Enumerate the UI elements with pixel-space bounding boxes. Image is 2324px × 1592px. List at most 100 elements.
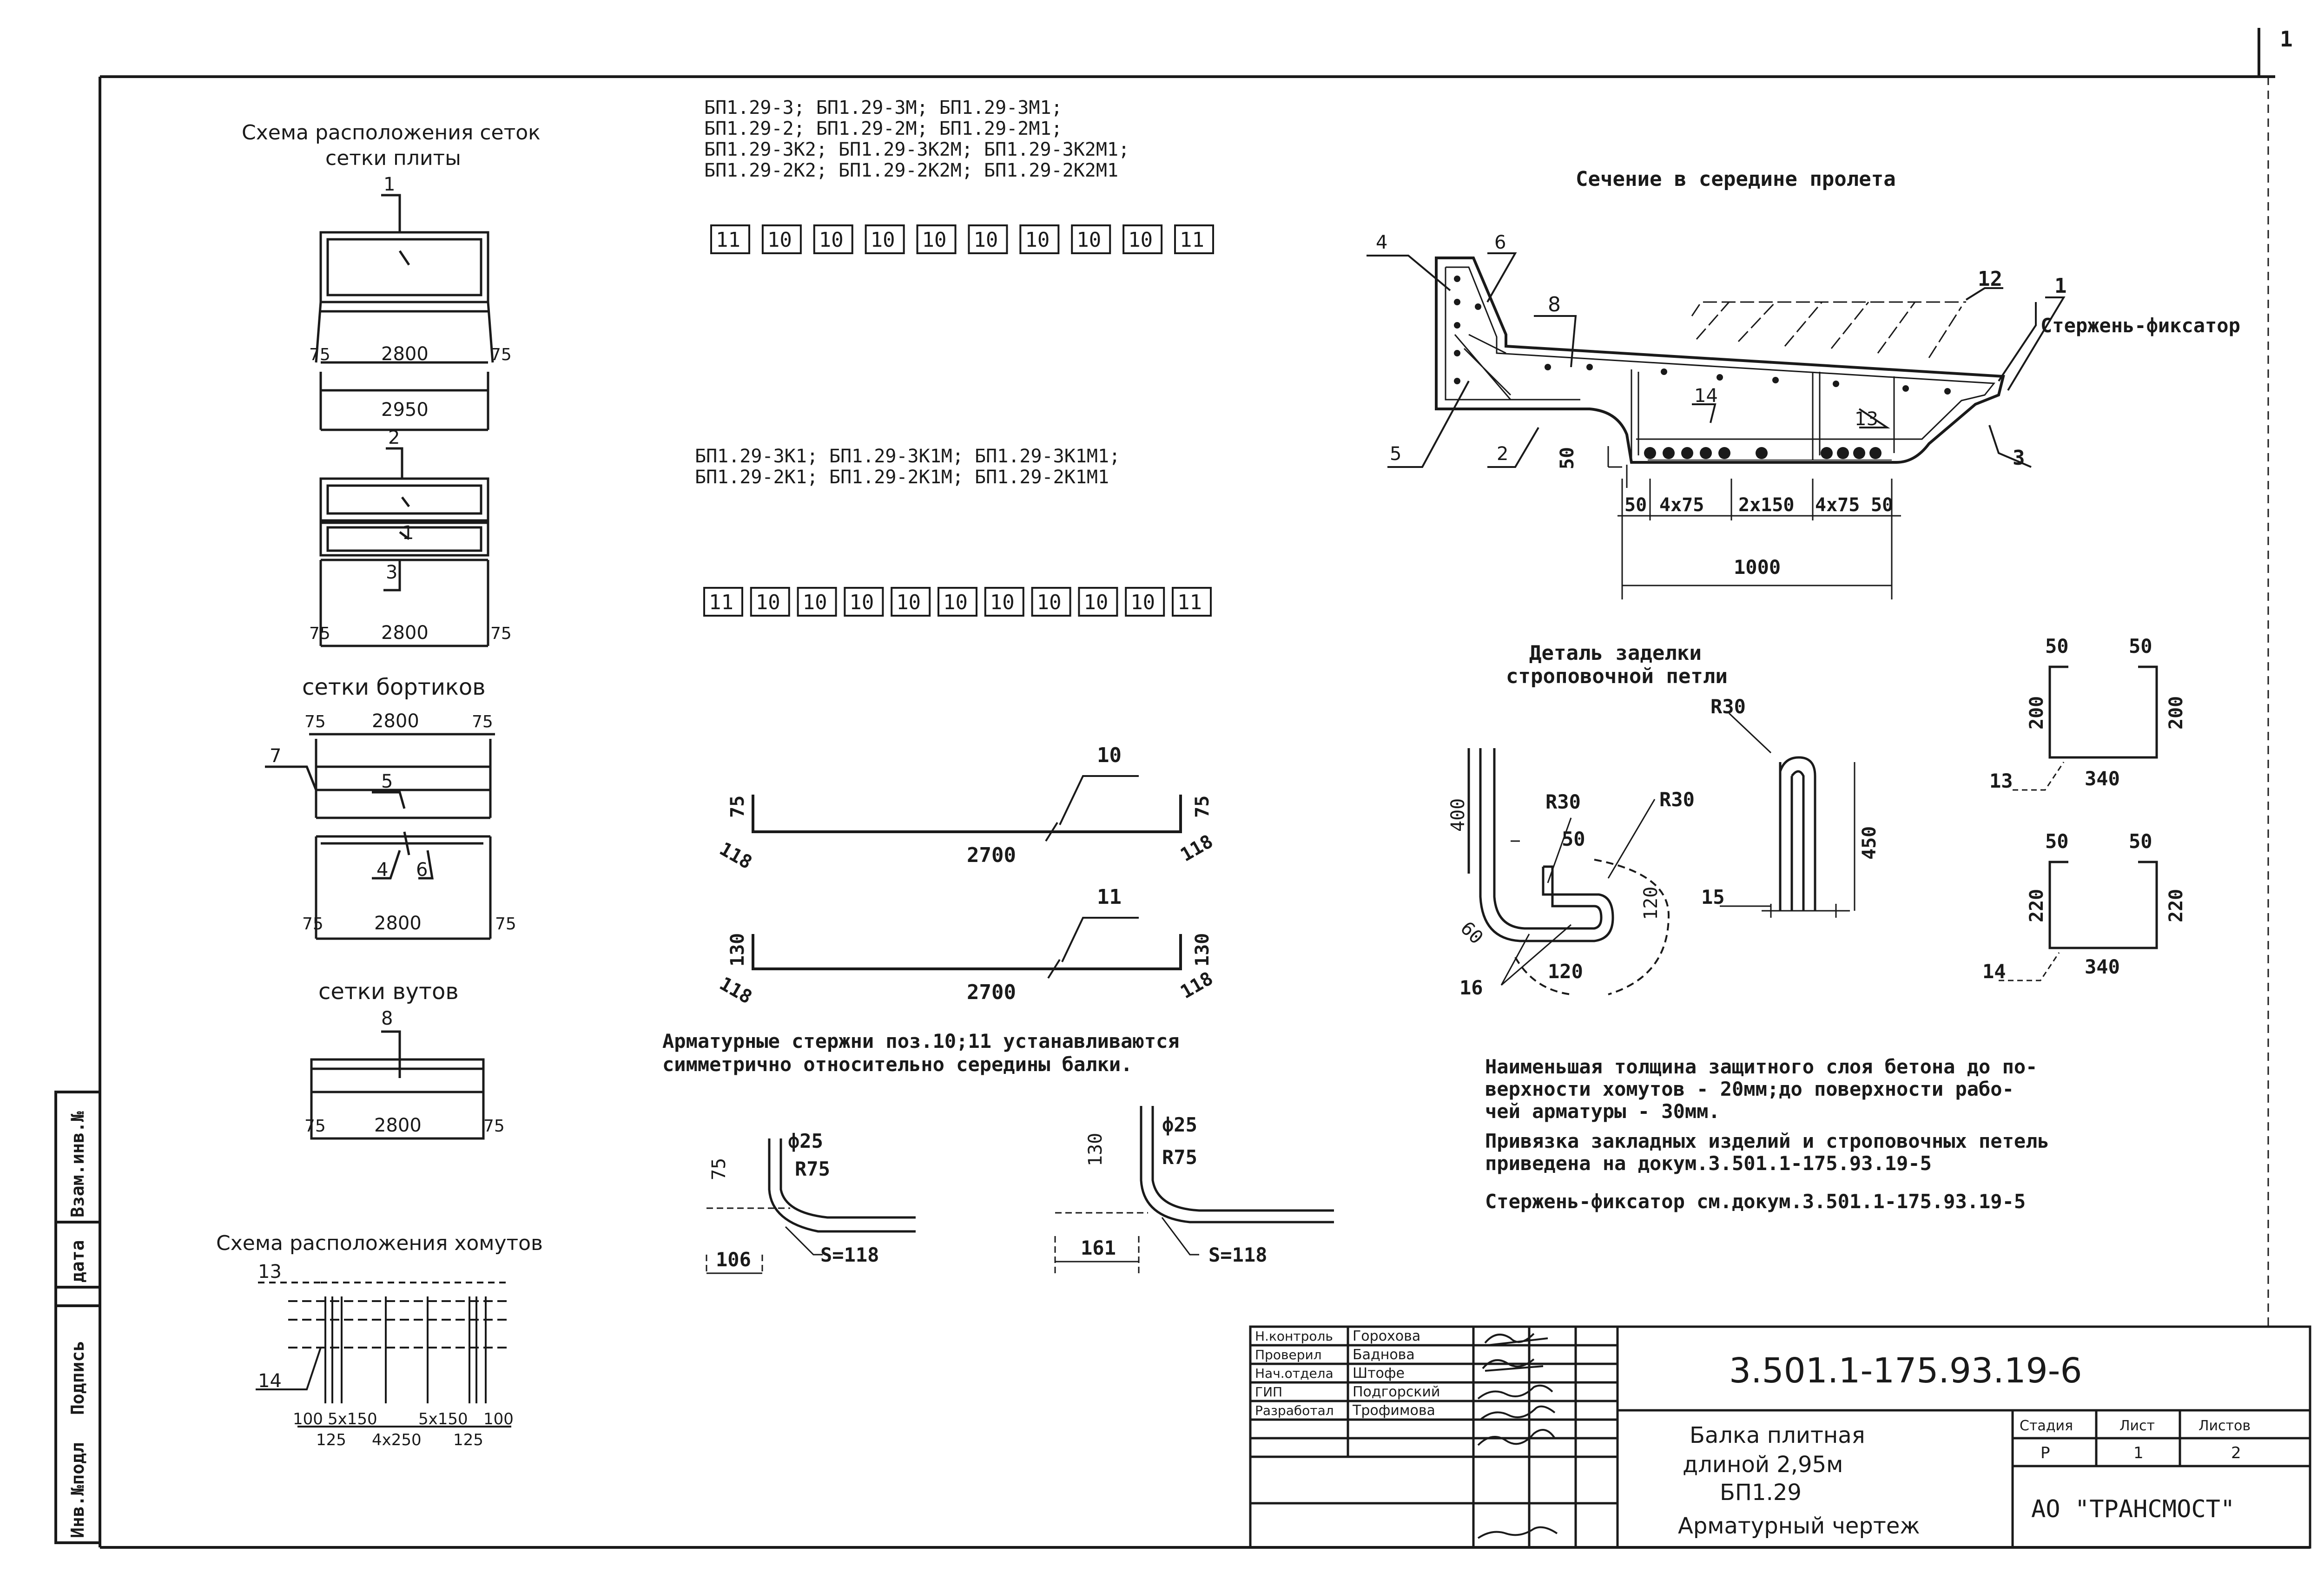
bar-cell-label: 10	[871, 228, 895, 252]
loop-r30-a: R30	[1545, 790, 1581, 813]
bar-cell	[891, 587, 931, 617]
stamp-role: Нач.отдела	[1255, 1366, 1334, 1381]
section-title: Сечение в середине пролета	[1576, 167, 1896, 191]
haunch-mark: 8	[381, 1008, 393, 1029]
bar10-mark: 10	[1097, 743, 1122, 767]
section-mark-14: 14	[1694, 385, 1718, 407]
detail-a-radius: R75	[795, 1158, 830, 1180]
mesh1-dim-right: 75	[490, 345, 512, 364]
section-mark-13: 13	[1855, 408, 1878, 430]
stamp-name: Баднова	[1353, 1347, 1415, 1363]
loop-dim-60: 60	[1456, 918, 1487, 949]
stirrup13-left-height: 200	[2026, 696, 2047, 730]
detail-a-base: 106	[716, 1248, 751, 1271]
note-line-6: Стержень-фиксатор см.докум.3.501.1-175.9…	[1485, 1190, 2026, 1213]
stirrup-dim-g: 125	[453, 1431, 483, 1449]
bar-cell-label: 10	[756, 591, 780, 614]
bar-cell-label: 10	[943, 591, 968, 614]
bar-cell	[865, 224, 905, 254]
stirrup-dim-a: 100	[293, 1410, 323, 1428]
bar-cell	[1125, 587, 1165, 617]
bar10-end-right: 75	[1192, 796, 1213, 818]
stirrup13-left-top: 50	[2045, 635, 2069, 658]
section-mark-6: 6	[1494, 232, 1506, 253]
side-stamp-signature: Подпись	[67, 1341, 88, 1415]
bar-cell	[710, 224, 750, 254]
stamp-role: Разработал	[1255, 1403, 1334, 1418]
sheet-value: 1	[2133, 1444, 2144, 1462]
note-line-1: Наименьшая толщина защитного слоя бетона…	[1485, 1055, 2037, 1078]
loop-dim-120-vertical: 120	[1640, 887, 1662, 920]
bar11-mark: 11	[1097, 885, 1122, 909]
bar-cell-label: 11	[716, 228, 740, 252]
sheet-header: Лист	[2119, 1418, 2155, 1434]
rim-dim-left: 75	[304, 712, 326, 731]
mesh1-mark: 1	[383, 174, 395, 195]
middle-panel: БП1.29-3; БП1.29-3М; БП1.29-3М1; БП1.29-…	[662, 97, 1334, 1274]
detail-a-diameter: ф25	[788, 1130, 823, 1152]
section-mark-8: 8	[1548, 293, 1561, 316]
document-code: 3.501.1-175.93.19-6	[1729, 1351, 2082, 1391]
bar-cell	[844, 587, 884, 617]
detail-b-height: 130	[1085, 1133, 1106, 1166]
stamp-role: Проверил	[1255, 1347, 1322, 1362]
section-dim-total: 1000	[1734, 556, 1781, 579]
loop-mark-15: 15	[1701, 886, 1725, 908]
stirrup-dim-e: 125	[316, 1431, 346, 1449]
bar-cell-label: 10	[1128, 228, 1153, 252]
stamp-name: Трофимова	[1352, 1402, 1435, 1419]
bar-cell	[984, 587, 1024, 617]
bar-cell-label: 10	[1083, 591, 1108, 614]
stage-value: Р	[2040, 1444, 2050, 1462]
stirrup14-right-height: 220	[2166, 889, 2187, 922]
slab-mesh-label: сетки плиты	[325, 146, 461, 170]
sheets-value: 2	[2231, 1444, 2241, 1462]
bar10-bend-left: 118	[716, 838, 756, 874]
stirrup13-right-top: 50	[2129, 635, 2152, 658]
fixator-label: Стержень-фиксатор	[2040, 314, 2240, 337]
mesh1-dim-total: 2950	[381, 399, 429, 421]
bar-cell	[797, 587, 837, 617]
rim-mesh-label: сетки бортиков	[302, 674, 486, 700]
bar-cell-label: 10	[1037, 591, 1062, 614]
loop-dim-450: 450	[1859, 826, 1880, 860]
stirrup-scheme-title: Схема расположения хомутов	[216, 1231, 543, 1255]
stamp-name: Горохова	[1353, 1328, 1420, 1344]
haunch-dim-right: 75	[483, 1117, 505, 1136]
side-stamp-date: дата	[67, 1240, 88, 1283]
bar-cell-label: 11	[709, 591, 733, 614]
stirrup14-left-top: 50	[2045, 830, 2069, 853]
bar10-end-left: 75	[727, 796, 748, 818]
bar11-bend-left: 118	[716, 973, 756, 1008]
bar-cell	[938, 587, 977, 617]
bar-cell-label: 10	[973, 228, 998, 252]
bar-cell	[1078, 587, 1118, 617]
bar-cell	[750, 587, 790, 617]
section-mark-2: 2	[1497, 443, 1508, 465]
detail-b-base: 161	[1081, 1237, 1116, 1259]
bar-cell	[916, 224, 957, 254]
bar-cell-label: 11	[1180, 228, 1204, 252]
section-mark-3: 3	[2013, 446, 2025, 470]
title-line-2: длиной 2,95м	[1683, 1452, 1843, 1478]
bar-cell-label: 10	[803, 591, 827, 614]
bar-cell-label: 10	[819, 228, 844, 252]
section-dim-bottom-1: 50	[1624, 494, 1647, 516]
mesh2-dim-right: 75	[490, 624, 512, 643]
stage-header: Стадия	[2020, 1418, 2073, 1434]
rim-dim2-right: 75	[495, 914, 516, 934]
haunch-mesh-label: сетки вутов	[318, 979, 459, 1005]
detail-a-height: 75	[708, 1158, 730, 1180]
stirrup13-width: 340	[2085, 767, 2120, 790]
group1-line-3: БП1.29-3К2; БП1.29-3К2М; БП1.29-3К2М1;	[704, 139, 1129, 160]
haunch-dim-inner: 2800	[374, 1115, 422, 1136]
detail-a-s: S=118	[820, 1243, 879, 1266]
group1-line-1: БП1.29-3; БП1.29-3М; БП1.29-3М1;	[704, 97, 1063, 118]
section-dim-bottom-4: 4x75	[1815, 494, 1860, 516]
bar-cell-label: 10	[767, 228, 792, 252]
bar-note-line-2: симметрично относительно середины балки.	[662, 1053, 1132, 1076]
